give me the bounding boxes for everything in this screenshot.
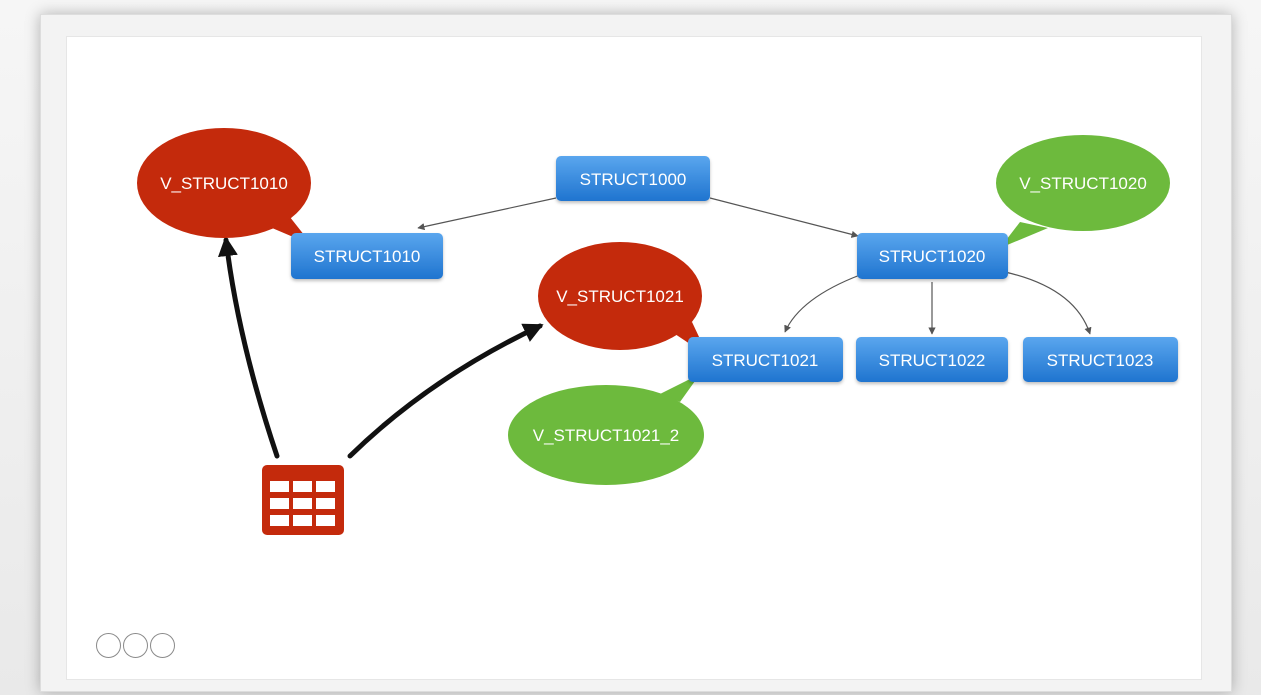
view-bubble-v1010[interactable]: V_STRUCT1010: [137, 128, 312, 245]
node-label: STRUCT1000: [580, 170, 687, 189]
node-label: STRUCT1021: [712, 351, 819, 370]
node-label: STRUCT1023: [1047, 351, 1154, 370]
table-icon-cell: [316, 481, 335, 492]
bubble-ellipse: [996, 135, 1170, 231]
view-bubble-v1021-2[interactable]: V_STRUCT1021_2: [508, 374, 704, 485]
arrow-table-to-v1021: [347, 323, 544, 459]
node-label: STRUCT1022: [879, 351, 986, 370]
edge-1020-1021: [784, 274, 861, 333]
table-icon-cell: [293, 515, 312, 526]
node-box: [856, 337, 1008, 382]
pagination-dot[interactable]: [96, 633, 121, 658]
struct-node-1000[interactable]: STRUCT1000: [556, 156, 710, 201]
struct-node-1021[interactable]: STRUCT1021: [688, 337, 843, 382]
bubble-ellipse: [508, 385, 704, 485]
table-icon-cell: [316, 498, 335, 509]
table-icon[interactable]: [262, 465, 344, 535]
table-icon-cell: [270, 515, 289, 526]
view-bubble-v1020[interactable]: V_STRUCT1020: [996, 135, 1170, 248]
struct-node-1020[interactable]: STRUCT1020: [857, 233, 1008, 279]
bubble-tail: [1000, 222, 1048, 248]
node-box: [857, 233, 1008, 279]
bubble-ellipse: [538, 242, 702, 350]
tree-edges: [417, 197, 1092, 335]
edge-1000-1010: [417, 197, 557, 231]
view-label: V_STRUCT1020: [1019, 174, 1147, 193]
struct-node-1023[interactable]: STRUCT1023: [1023, 337, 1178, 382]
pagination-dots: [96, 633, 175, 658]
table-icon-cell: [270, 481, 289, 492]
view-label: V_STRUCT1021: [556, 287, 684, 306]
bubble-ellipse: [137, 128, 311, 238]
node-label: STRUCT1010: [314, 247, 421, 266]
arrow-table-to-v1010: [217, 236, 280, 459]
view-arrows: [217, 236, 544, 459]
table-icon-cell: [293, 498, 312, 509]
node-box: [291, 233, 443, 279]
node-label: STRUCT1020: [879, 247, 986, 266]
node-box: [1023, 337, 1178, 382]
pagination-dot[interactable]: [123, 633, 148, 658]
view-label: V_STRUCT1010: [160, 174, 288, 193]
edge-1000-1020: [709, 197, 859, 238]
table-icon-cell: [270, 498, 289, 509]
table-icon-cell: [316, 515, 335, 526]
struct-node-1010[interactable]: STRUCT1010: [291, 233, 443, 279]
table-icon-cell: [293, 481, 312, 492]
pagination-dot[interactable]: [150, 633, 175, 658]
struct-node-1022[interactable]: STRUCT1022: [856, 337, 1008, 382]
node-box: [556, 156, 710, 201]
edge-1020-1023: [1004, 271, 1092, 335]
view-bubble-v1021[interactable]: V_STRUCT1021: [538, 242, 708, 356]
node-box: [688, 337, 843, 382]
view-label: V_STRUCT1021_2: [533, 426, 679, 445]
